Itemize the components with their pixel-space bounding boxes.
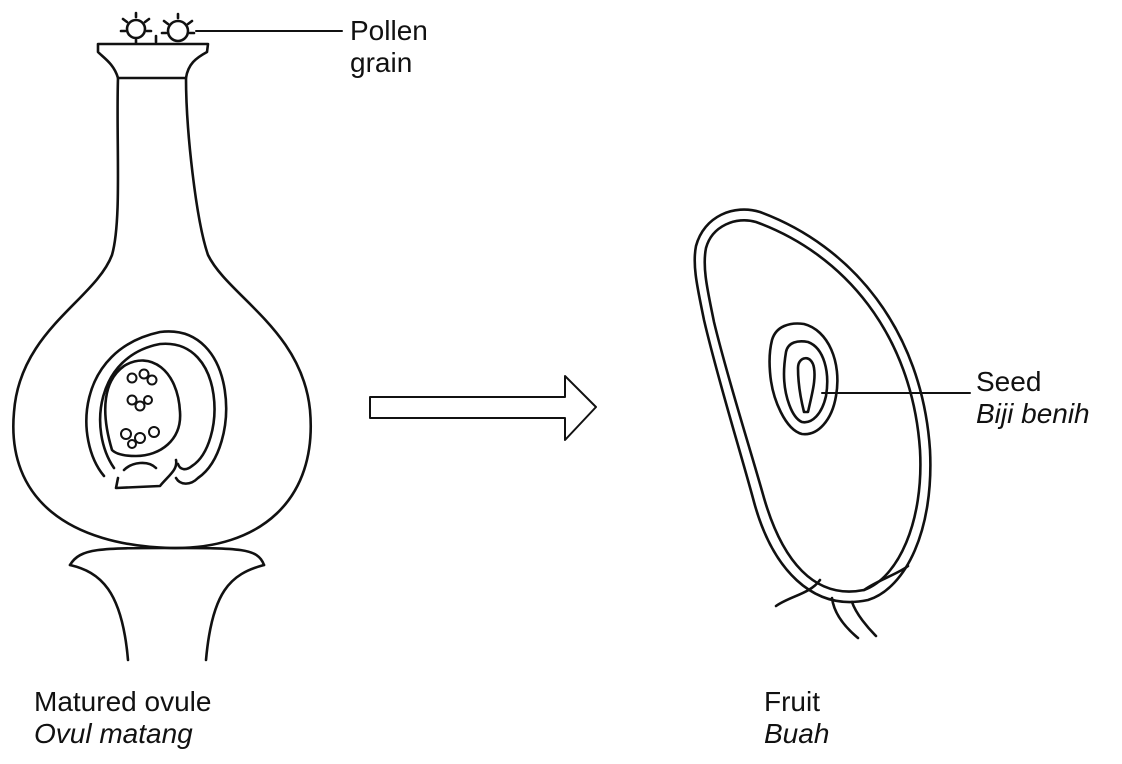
transform-arrow [370,376,596,440]
seed-label: Seed Biji benih [976,366,1090,430]
stigma [98,44,208,78]
egg-apparatus [121,370,159,449]
ovule-label-en: Matured ovule [34,686,211,718]
seed-label-en: Seed [976,366,1090,398]
outer-integument [86,331,226,483]
pollen-label: Pollen grain [350,15,428,79]
stalk [70,565,264,660]
matured-ovule-drawing [13,13,310,660]
fruit-label: Fruit Buah [764,686,829,750]
funicle [116,460,176,488]
fruit-drawing [695,210,931,638]
fruit-inner-wall [705,220,921,591]
pollen-label-line2: grain [350,47,428,79]
seed-label-ms: Biji benih [976,398,1090,430]
ovary-outline [13,78,310,548]
embryo [798,358,815,412]
pollen-grains [121,13,194,43]
receptacle [70,548,264,565]
fruit-outer-wall [695,210,931,602]
seed-inner [784,341,827,422]
pollen-label-line1: Pollen [350,15,428,47]
ovule-label: Matured ovule Ovul matang [34,686,211,750]
ovule-label-ms: Ovul matang [34,718,211,750]
fruit-label-ms: Buah [764,718,829,750]
fruit-label-en: Fruit [764,686,829,718]
